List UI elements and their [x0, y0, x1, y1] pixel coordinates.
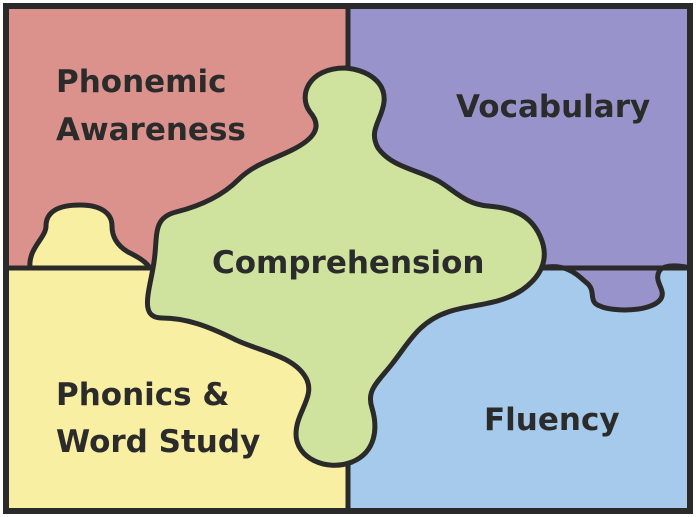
phonemic-awareness-line-2: Awareness — [56, 112, 246, 148]
phonemic-awareness-line-1: Phonemic — [56, 64, 227, 100]
comprehension-label: Comprehension — [212, 245, 484, 281]
phonics-word-study-label: Phonics & Word Study — [56, 377, 260, 460]
puzzle-border — [3, 3, 693, 514]
phonics-word-study-line-1: Phonics & — [56, 377, 229, 413]
comprehension-line-1: Comprehension — [212, 245, 484, 281]
phonemic-awareness-label: Phonemic Awareness — [56, 64, 246, 148]
phonics-word-study-line-2: Word Study — [56, 424, 260, 460]
fluency-label: Fluency — [484, 402, 620, 438]
comprehension-piece — [145, 65, 547, 468]
vocabulary-label: Vocabulary — [456, 89, 650, 125]
fluency-line-1: Fluency — [484, 402, 620, 438]
phonics-knob — [27, 202, 153, 271]
vocabulary-line-1: Vocabulary — [456, 89, 650, 125]
